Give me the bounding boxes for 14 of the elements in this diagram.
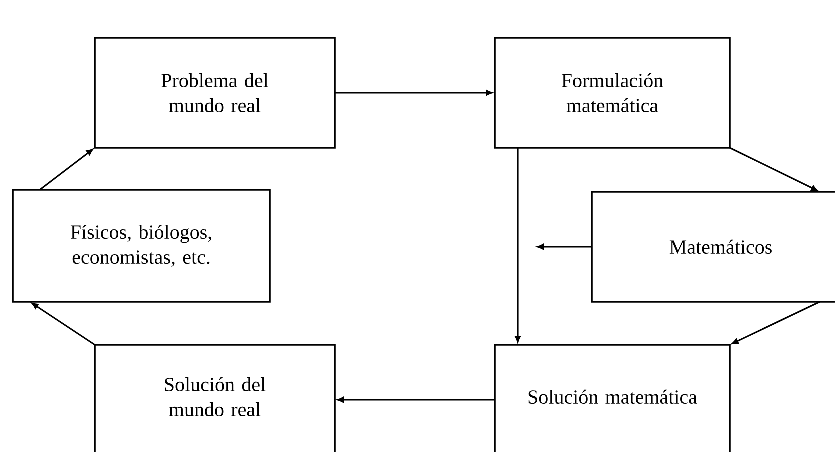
process-box: Formulación matemática xyxy=(494,37,731,149)
process-box: Físicos, biólogos, economistas, etc. xyxy=(12,189,271,303)
arrow xyxy=(730,147,818,192)
arrow xyxy=(32,302,96,346)
arrow xyxy=(515,148,521,343)
arrow xyxy=(537,244,592,250)
process-box: Matemáticos xyxy=(591,191,835,303)
arrow xyxy=(40,149,94,191)
process-box: Solución del mundo real xyxy=(94,344,336,452)
arrow xyxy=(335,90,493,96)
arrow xyxy=(732,301,820,344)
process-box: Problema del mundo real xyxy=(94,37,336,149)
arrow xyxy=(337,397,495,403)
process-box: Solución matemática xyxy=(494,344,731,452)
